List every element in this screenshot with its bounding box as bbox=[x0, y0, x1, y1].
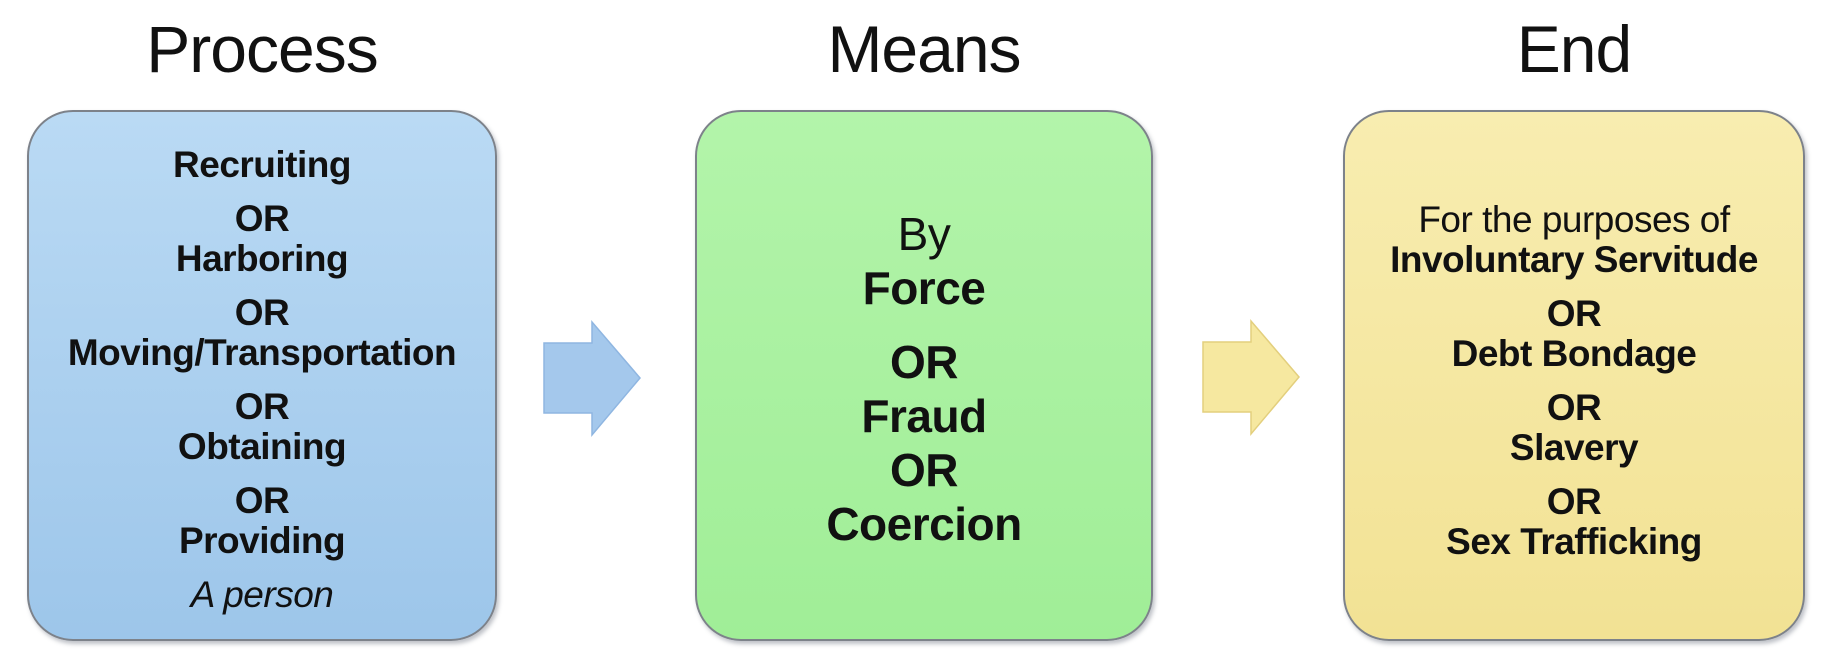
process-box-text-line: OR bbox=[234, 480, 290, 521]
process-box-text-line: OR bbox=[234, 198, 290, 239]
end-box-text-line: For the purposes of bbox=[1418, 199, 1730, 240]
process-box-text-line: OR bbox=[234, 292, 290, 333]
means-box-text-line: OR bbox=[890, 444, 959, 496]
means-box-text-line: By bbox=[897, 208, 951, 260]
end-box-text-line: Debt Bondage bbox=[1451, 333, 1697, 374]
end-column-title: End bbox=[1516, 12, 1632, 86]
end-box-text-line: OR bbox=[1546, 387, 1602, 428]
means-box-text-line: Fraud bbox=[861, 390, 987, 442]
process-column-title: Process bbox=[146, 12, 378, 86]
end-box-text-line: OR bbox=[1546, 293, 1602, 334]
end-box-text-line: OR bbox=[1546, 481, 1602, 522]
process-box-text-line: Moving/Transportation bbox=[67, 332, 457, 373]
process-to-means-arrow-icon bbox=[543, 319, 641, 438]
block-arrow-shape bbox=[543, 319, 641, 438]
means-column-title: Means bbox=[827, 12, 1021, 86]
block-arrow-shape bbox=[1202, 318, 1300, 437]
means-box-text-line: Coercion bbox=[826, 498, 1022, 550]
process-box-text-line: Harboring bbox=[175, 238, 349, 279]
process-box-text-line: Obtaining bbox=[177, 426, 347, 467]
means-box-text-line: OR bbox=[890, 336, 959, 388]
end-box-text-line: Slavery bbox=[1509, 427, 1639, 468]
means-to-end-arrow-icon bbox=[1202, 318, 1300, 437]
end-box-text-line: Sex Trafficking bbox=[1446, 521, 1702, 562]
process-box-text-line: Recruiting bbox=[173, 144, 351, 185]
means-box-text-line: Force bbox=[862, 262, 986, 314]
end-box-text-line: Involuntary Servitude bbox=[1390, 239, 1758, 280]
process-box-text-line: A person bbox=[190, 574, 334, 615]
process-box-text-line: OR bbox=[234, 386, 290, 427]
process-box-text-line: Providing bbox=[178, 520, 346, 561]
